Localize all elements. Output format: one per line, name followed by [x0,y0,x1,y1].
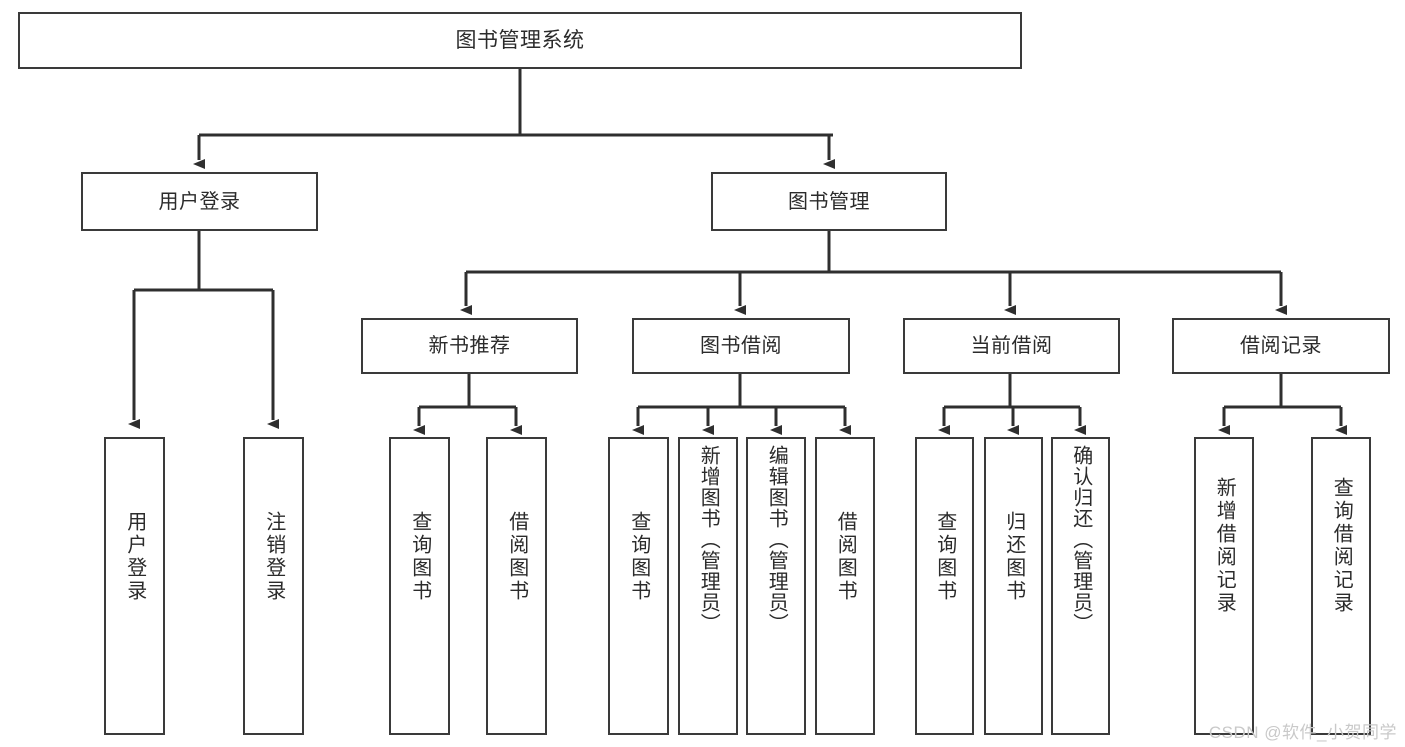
node-book-borrow[interactable]: 图书借阅 [632,318,850,374]
node-leaf-edit-book-label: 编辑图书（管理员） [765,445,788,634]
node-root-label: 图书管理系统 [455,28,585,52]
node-user-login-label: 用户登录 [158,190,241,213]
node-leaf-return-book-label: 归还图书 [1002,511,1025,603]
node-root[interactable]: 图书管理系统 [18,12,1022,69]
node-leaf-confirm-return-label: 确认归还（管理员） [1069,445,1092,634]
node-leaf-return-book[interactable]: 归还图书 [984,437,1043,735]
node-leaf-logout[interactable]: 注销登录 [243,437,304,735]
node-leaf-query-book-2-label: 查询图书 [627,511,650,603]
node-leaf-add-book[interactable]: 新增图书（管理员） [678,437,738,735]
node-user-login[interactable]: 用户登录 [81,172,318,231]
node-leaf-borrow-book-1-label: 借阅图书 [505,511,528,603]
node-leaf-logout-label: 注销登录 [262,511,285,603]
node-leaf-query-book-1[interactable]: 查询图书 [389,437,450,735]
node-leaf-borrow-book-2[interactable]: 借阅图书 [815,437,875,735]
node-leaf-edit-book[interactable]: 编辑图书（管理员） [746,437,806,735]
node-leaf-query-book-3-label: 查询图书 [933,511,956,603]
node-new-book-rec-label: 新书推荐 [428,335,511,357]
node-current-borrow-label: 当前借阅 [970,335,1053,357]
node-new-book-rec[interactable]: 新书推荐 [361,318,578,374]
node-leaf-add-record[interactable]: 新增借阅记录 [1194,437,1254,735]
node-leaf-query-record[interactable]: 查询借阅记录 [1311,437,1371,735]
node-book-borrow-label: 图书借阅 [700,335,782,357]
node-leaf-add-book-label: 新增图书（管理员） [697,445,720,634]
node-leaf-confirm-return[interactable]: 确认归还（管理员） [1051,437,1110,735]
node-leaf-borrow-book-2-label: 借阅图书 [834,511,857,603]
node-leaf-query-record-label: 查询借阅记录 [1330,477,1353,615]
node-borrow-record[interactable]: 借阅记录 [1172,318,1390,374]
node-leaf-query-book-2[interactable]: 查询图书 [608,437,669,735]
node-book-manage-label: 图书管理 [788,190,870,213]
node-leaf-user-login-label: 用户登录 [123,511,146,603]
node-current-borrow[interactable]: 当前借阅 [903,318,1120,374]
node-leaf-user-login[interactable]: 用户登录 [104,437,165,735]
node-leaf-borrow-book-1[interactable]: 借阅图书 [486,437,547,735]
node-book-manage[interactable]: 图书管理 [711,172,947,231]
node-leaf-add-record-label: 新增借阅记录 [1213,477,1236,615]
node-borrow-record-label: 借阅记录 [1240,335,1322,357]
node-leaf-query-book-1-label: 查询图书 [408,511,431,603]
node-leaf-query-book-3[interactable]: 查询图书 [915,437,974,735]
